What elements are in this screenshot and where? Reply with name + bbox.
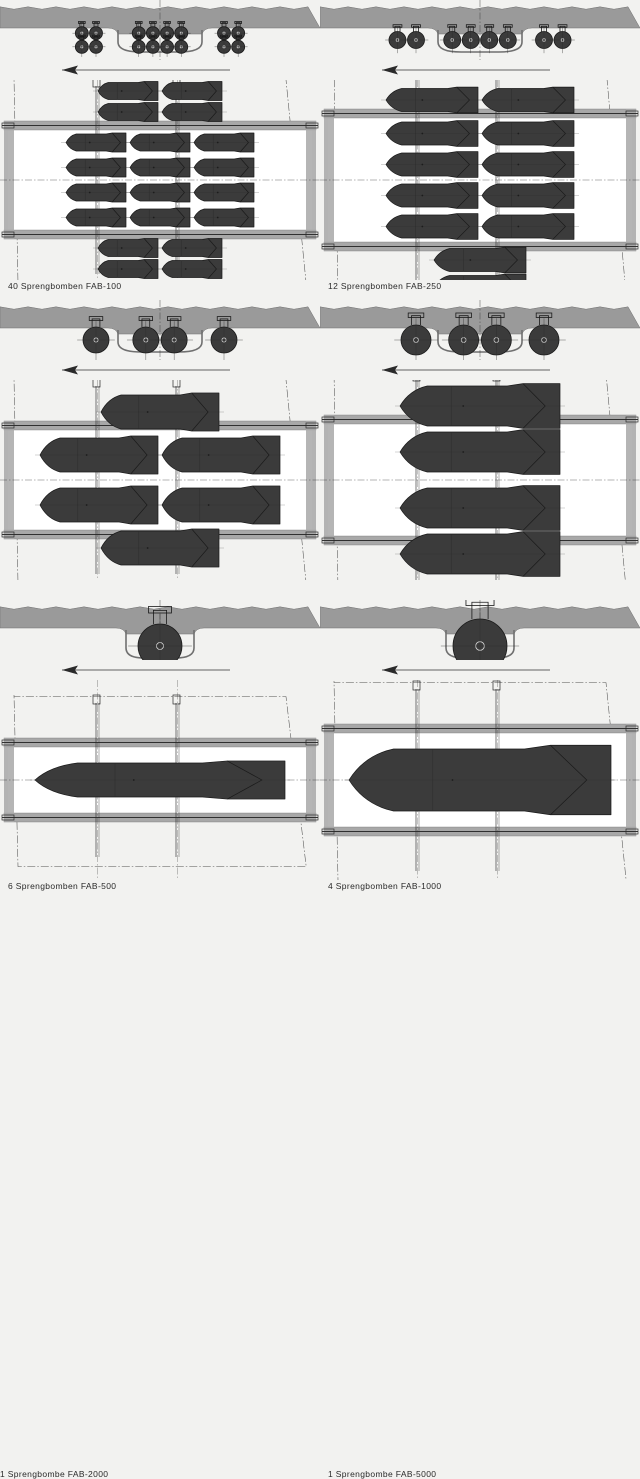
cross-section-view	[0, 0, 320, 60]
plan-view	[0, 680, 320, 880]
panel-caption: 12 Sprengbomben FAB-250	[328, 281, 442, 291]
flight-direction-arrow	[0, 60, 320, 80]
plan-view	[320, 80, 640, 280]
panel-caption: 40 Sprengbomben FAB-100	[8, 281, 122, 291]
cross-section-view	[320, 0, 640, 60]
plan-view	[0, 380, 320, 580]
panel-caption: 1 Sprengbombe FAB-2000	[0, 1469, 109, 1479]
plan-view	[320, 680, 640, 880]
plan-view	[320, 380, 640, 580]
cross-section-view	[320, 600, 640, 660]
cross-section-view	[0, 600, 320, 660]
cross-section-view	[0, 300, 320, 360]
flight-direction-arrow	[0, 660, 320, 680]
panel-fab-500: 6 Sprengbomben FAB-500	[0, 300, 320, 891]
panel-caption: 6 Sprengbomben FAB-500	[8, 881, 117, 891]
panel-fab-2000: 1 Sprengbombe FAB-2000	[0, 600, 320, 1479]
panel-caption: 1 Sprengbombe FAB-5000	[328, 1469, 437, 1479]
panel-fab-250: 12 Sprengbomben FAB-250	[320, 0, 640, 306]
flight-direction-arrow	[320, 660, 640, 680]
panel-caption: 4 Sprengbomben FAB-1000	[328, 881, 442, 891]
panel-fab-5000: 1 Sprengbombe FAB-5000	[320, 600, 640, 1479]
flight-direction-arrow	[0, 360, 320, 380]
cross-section-view	[320, 300, 640, 360]
panel-fab-1000: 4 Sprengbomben FAB-1000	[320, 300, 640, 891]
flight-direction-arrow	[320, 60, 640, 80]
panel-fab-100: 40 Sprengbomben FAB-100	[0, 0, 320, 306]
plan-view	[0, 80, 320, 280]
flight-direction-arrow	[320, 360, 640, 380]
